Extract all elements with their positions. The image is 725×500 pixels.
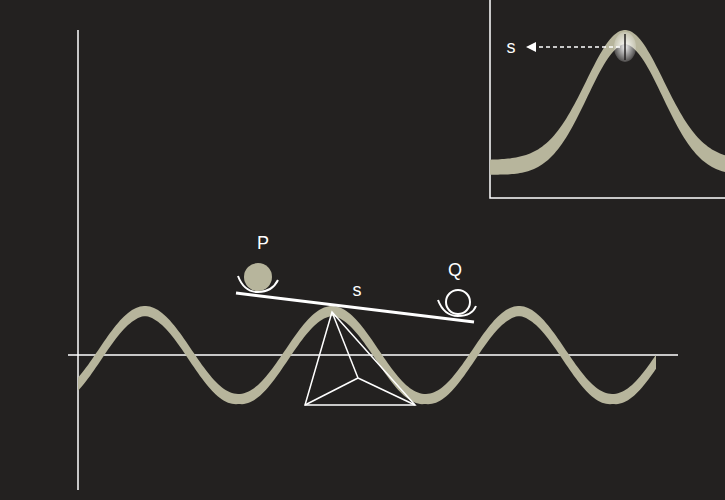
dashed-arrow bbox=[534, 46, 620, 48]
inset-label: s bbox=[507, 38, 516, 56]
y-axis bbox=[77, 30, 79, 490]
ball-label: Q bbox=[448, 261, 462, 279]
marker bbox=[624, 34, 626, 60]
ball-q bbox=[446, 290, 470, 314]
wave-band bbox=[78, 306, 656, 404]
fulcrum bbox=[305, 312, 415, 405]
ball-p bbox=[244, 263, 272, 291]
pivot-label: s bbox=[353, 281, 362, 299]
ball-label: P bbox=[257, 234, 269, 252]
inset-wave-band bbox=[490, 30, 725, 175]
arrowhead bbox=[526, 42, 536, 52]
